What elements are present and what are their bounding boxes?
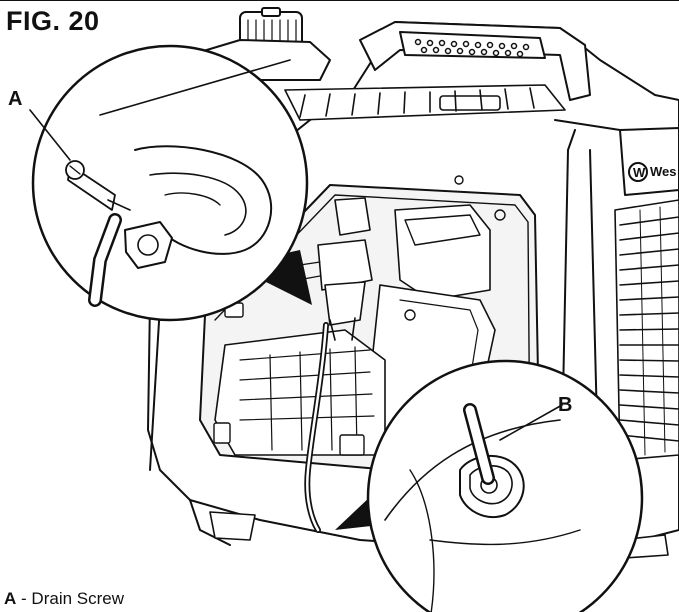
detail-circle-a <box>31 44 312 322</box>
callout-label-b: B <box>558 394 573 416</box>
detail-circle-b <box>335 359 644 612</box>
caption-item-a: A - Drain Screw <box>4 589 124 609</box>
brand-panel: W Wes <box>619 127 679 196</box>
side-louvers <box>614 199 679 461</box>
top-rule <box>0 0 679 1</box>
caption-key: A <box>4 589 17 608</box>
drain-hose <box>304 322 329 533</box>
callout-label-a: A <box>8 88 23 110</box>
caption-description: Drain Screw <box>31 589 125 608</box>
brand-text: Wes <box>650 164 677 179</box>
leader-lines <box>29 109 563 441</box>
brand-mark: W <box>633 165 646 180</box>
leader-line-b <box>499 404 563 441</box>
figure-title: FIG. 20 <box>6 6 100 36</box>
top-vent-grille <box>284 84 566 121</box>
carry-handle <box>359 21 591 101</box>
carburetor <box>297 197 373 341</box>
leader-line-a <box>29 109 71 161</box>
caption-separator: - <box>21 589 27 608</box>
